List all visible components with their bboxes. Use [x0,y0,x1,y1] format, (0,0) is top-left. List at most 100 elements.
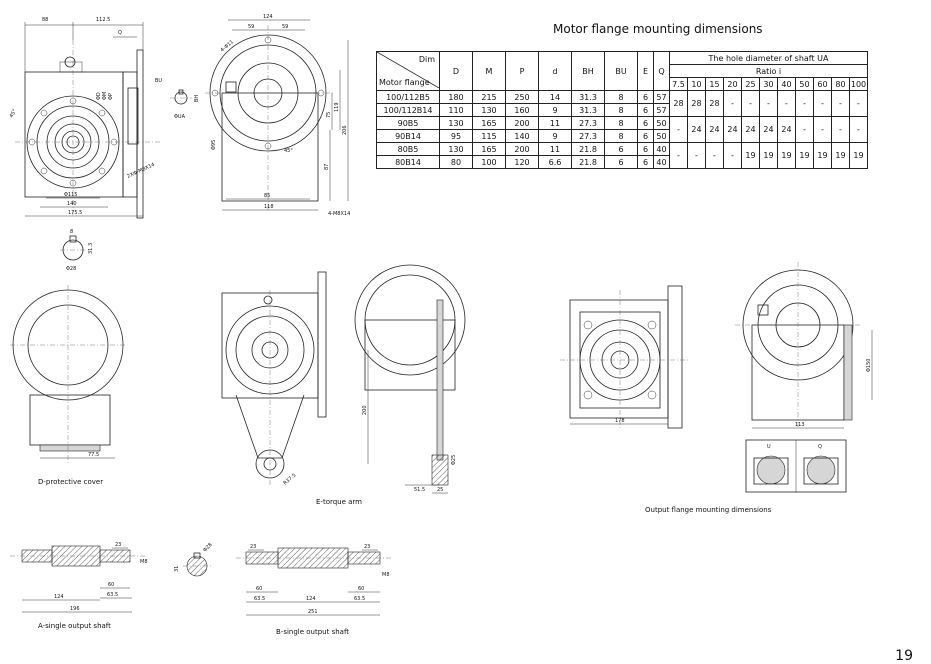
svg-text:59: 59 [248,24,254,30]
svg-text:Φ150: Φ150 [866,359,872,372]
motor-flange-table: Dim Motor flange D M P d BH BU E Q The h… [376,51,868,169]
output-flange-view: 178 Φ150 113 U Q [560,262,873,493]
header-q: Q [653,51,670,91]
ratio-cell: 10 [687,77,706,91]
svg-text:M8: M8 [382,572,390,578]
value-cell-q: 57 [653,103,670,117]
svg-text:45°: 45° [9,108,19,119]
svg-text:206: 206 [342,125,348,135]
ua-cell: 28 [705,90,724,117]
svg-text:63.5: 63.5 [254,596,265,602]
svg-text:BH: BH [194,95,200,102]
ua-cell: - [759,90,778,117]
svg-text:4-M8X14: 4-M8X14 [328,211,350,217]
svg-text:85: 85 [264,193,270,199]
svg-text:BU: BU [155,78,162,84]
value-cell-m: 165 [472,116,506,130]
value-cell-d: 14 [538,90,572,104]
ua-cell: - [831,90,850,117]
value-cell-bh: 21.8 [571,155,605,169]
svg-text:75: 75 [326,112,332,118]
motor-flange-cell: 80B5 [376,142,440,156]
svg-text:60: 60 [256,586,262,592]
ua-cell: - [849,90,868,117]
motor-flange-cell: 90B5 [376,116,440,130]
svg-text:118: 118 [264,204,274,210]
header-bu: BU [604,51,638,91]
value-cell-bu: 8 [604,116,638,130]
svg-text:2XΦ-M8X14: 2XΦ-M8X14 [126,162,155,180]
ua-cell: - [687,142,706,169]
caption-d-protective-cover: D-protective cover [38,478,104,486]
header-d: D [439,51,473,91]
svg-text:87: 87 [324,164,330,170]
value-cell-p: 120 [505,155,539,169]
value-cell-p: 200 [505,116,539,130]
ua-cell: 19 [849,142,868,169]
protective-cover-view: 77.5 [10,285,125,465]
svg-text:Φ115: Φ115 [64,192,77,198]
value-cell-q: 40 [653,142,670,156]
shaft-a-drawing: 23 M8 124 60 63.5 196 [10,542,148,613]
ua-cell: 28 [669,90,688,117]
ua-cell: - [669,142,688,169]
ua-cell: - [669,116,688,143]
svg-text:63.5: 63.5 [107,592,118,598]
svg-text:113: 113 [795,422,805,428]
svg-text:112.5: 112.5 [96,17,110,23]
ratio-cell: 80 [831,77,850,91]
ua-cell: 28 [687,90,706,117]
header-d-small: d [538,51,572,91]
motor-flange-cell: 80B14 [376,155,440,169]
ratio-cell: 60 [813,77,832,91]
value-cell-d: 130 [439,142,473,156]
svg-text:8: 8 [70,229,73,235]
svg-text:23: 23 [364,544,370,550]
ua-cell: - [795,90,814,117]
diagonal-divider [377,52,439,88]
value-cell-d: 80 [439,155,473,169]
value-cell-bh: 31.3 [571,103,605,117]
svg-text:124: 124 [54,594,64,600]
ua-cell: 24 [705,116,724,143]
gearbox-side-view: 88 112.5 Q BU ΦD ΦM ΦP 2XΦ-M8X14 Φ115 14… [9,17,200,219]
value-cell-bu: 6 [604,142,638,156]
ua-cell: 24 [777,116,796,143]
value-cell-d: 9 [538,103,572,117]
ratio-cell: 25 [741,77,760,91]
ratio-cell: 15 [705,77,724,91]
value-cell-e: 6 [637,129,654,143]
ratio-header: Ratio i [669,64,868,78]
svg-text:124: 124 [306,596,316,602]
svg-text:119: 119 [334,102,340,112]
header-bh: BH [571,51,605,91]
svg-text:ΦD: ΦD [96,92,102,100]
value-cell-d: 110 [439,103,473,117]
svg-text:M8: M8 [140,559,148,565]
ua-cell: 24 [741,116,760,143]
ua-cell: 19 [795,142,814,169]
ua-cell: - [741,90,760,117]
svg-text:R37.5: R37.5 [282,473,297,487]
hole-diameter-header: The hole diameter of shaft UA [669,51,868,65]
value-cell-e: 6 [637,116,654,130]
ratio-cell: 50 [795,77,814,91]
value-cell-bh: 31.3 [571,90,605,104]
svg-text:25: 25 [437,487,443,493]
svg-text:60: 60 [358,586,364,592]
ratio-cell: 7.5 [669,77,688,91]
svg-text:196: 196 [70,606,80,612]
ua-cell: - [705,142,724,169]
table-corner-header: Dim Motor flange [376,51,440,91]
ua-cell: 24 [723,116,742,143]
value-cell-m: 130 [472,103,506,117]
ua-cell: 19 [759,142,778,169]
ua-cell: - [813,90,832,117]
value-cell-m: 215 [472,90,506,104]
svg-text:Φ95: Φ95 [211,140,217,150]
svg-text:140: 140 [67,201,77,207]
